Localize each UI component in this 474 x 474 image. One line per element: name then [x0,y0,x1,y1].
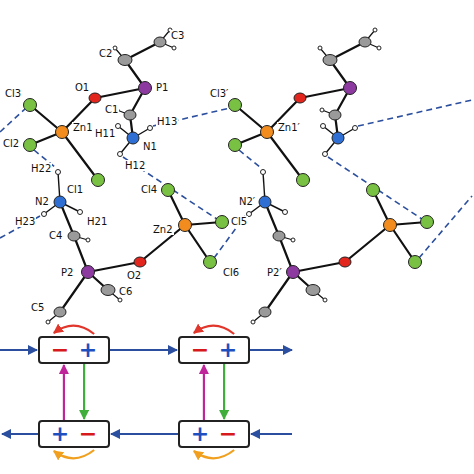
atom-label: Cl6 [222,267,240,278]
atom-label: C5 [30,302,45,313]
connector-arrow [110,349,177,351]
row-arrow [250,349,292,351]
charge-sign: + [79,339,97,361]
atom-label: Cl3′ [209,88,229,99]
atom-label: H21 [86,216,108,227]
atom-label: P2′ [266,267,283,278]
atom-label: Cl3 [4,88,22,99]
atom-label: P2 [60,267,74,278]
charge-sign: − [219,423,237,445]
row-arrow [0,349,37,351]
charge-sign: − [191,339,209,361]
atom-label: C1 [104,104,119,115]
charge-sign: − [51,339,69,361]
dipole-box: +− [178,420,250,448]
atom-label: N2 [34,196,50,207]
dipole-box: −+ [38,336,110,364]
atom-label: Zn2 [152,224,174,235]
drawing-stroke [0,216,40,238]
atom-label: Cl2 [2,138,20,149]
charge-sign: + [219,339,237,361]
atom-label: C2 [98,48,113,59]
curved-arrow [194,450,234,458]
molecule-copy [229,28,434,324]
drawing-stroke [0,109,25,132]
atom-label: N2′ [238,196,256,207]
molecule [24,28,229,324]
charge-sign: − [79,423,97,445]
drawing-stroke [153,108,230,126]
curved-arrow [54,326,94,334]
atom-label: O1 [74,82,90,93]
curved-arrow [54,450,94,458]
atom-label: C3 [170,30,185,41]
atom-label: C6 [118,286,133,297]
atom-label: H11 [94,128,116,139]
connector-arrow [203,365,205,420]
row-arrow [251,433,292,435]
atom-label: H12 [124,160,146,171]
charge-sign: + [191,423,209,445]
connector-arrow [83,364,85,419]
atom-label: Cl4 [140,184,158,195]
atom-label: C4 [48,230,63,241]
charge-sign: + [51,423,69,445]
atom-label: Cl5 [230,216,248,227]
dipole-box: −+ [178,336,250,364]
atom-label: H13 [156,116,178,127]
atom-label: P1 [155,82,169,93]
drawing-stroke [358,100,472,126]
connector-arrow [63,365,65,420]
atom-label: N1 [142,141,158,152]
atom-label: Zn1 [72,122,94,133]
connector-arrow [111,433,178,435]
atom-label: H23 [14,216,36,227]
atom-label: Zn1′ [277,122,301,133]
row-arrow [2,433,38,435]
connector-arrow [223,364,225,419]
dipole-box: +− [38,420,110,448]
atom-label: H22 [30,163,52,174]
atom-label: O2 [126,270,142,281]
drawing-stroke [239,150,261,168]
atom-label: Cl1 [66,184,84,195]
curved-arrow [194,326,234,334]
